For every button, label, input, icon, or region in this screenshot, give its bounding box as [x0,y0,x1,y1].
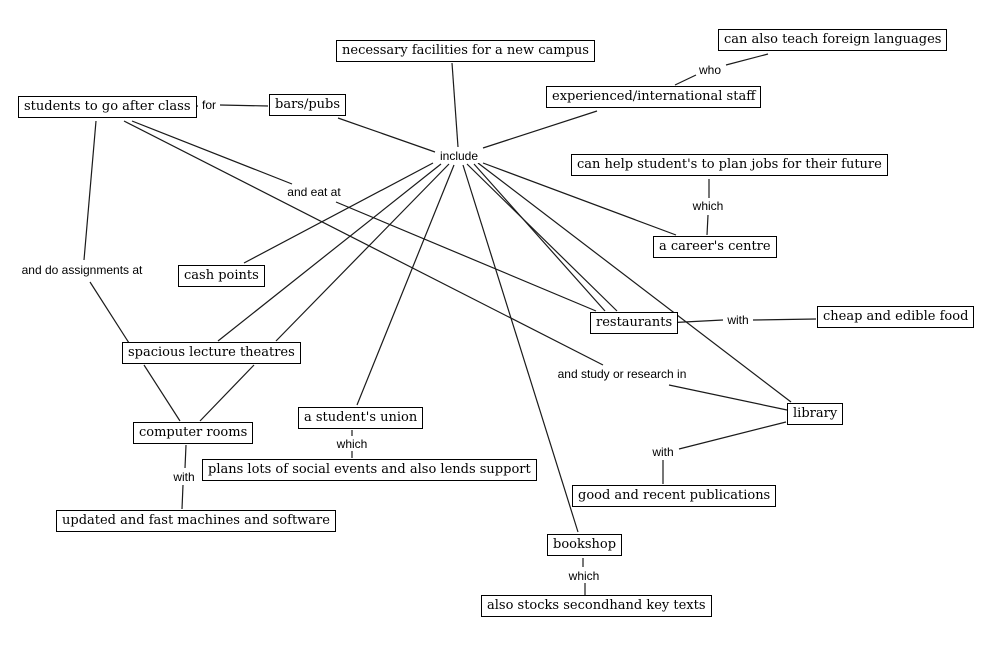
phrase-include[interactable]: include [437,149,481,163]
concept-restaurants[interactable]: restaurants [590,312,679,334]
concept-plan-jobs[interactable]: can help student's to plan jobs for thei… [571,154,888,176]
link-include-lecture1 [217,163,442,342]
link-which-careers [706,214,709,236]
concept-cash-points[interactable]: cash points [178,265,265,287]
link-staff-include [482,110,598,149]
concept-necessary-facilities[interactable]: necessary facilities for a new campus [336,40,595,62]
link-include-lecture2 [275,163,450,342]
link-bars-include [337,117,436,153]
phrase-and-study-or-research-in[interactable]: and study or research in [555,367,689,381]
concept-social-events[interactable]: plans lots of social events and also len… [202,459,537,481]
link-library-with [678,421,787,450]
concept-staff[interactable]: experienced/international staff [546,86,762,108]
link-assign-lecture [89,281,130,344]
link-lecture-computer2 [199,364,255,422]
link-include-cash [243,162,434,264]
link-with-food [752,318,817,321]
phrase-with-food[interactable]: with [725,313,751,327]
concept-cheap-food[interactable]: cheap and edible food [817,306,975,328]
link-for-bars [219,104,269,107]
phrase-and-do-assignments-at[interactable]: and do assignments at [19,263,145,277]
link-include-library [477,162,792,403]
link-students-assign [83,120,97,261]
phrase-with-publications[interactable]: with [650,445,676,459]
concept-library[interactable]: library [787,403,844,425]
link-students-eat [131,120,293,185]
concept-fast-machines[interactable]: updated and fast machines and software [56,510,336,532]
concept-lecture-theatres[interactable]: spacious lecture theatres [122,342,301,364]
concept-computer-rooms[interactable]: computer rooms [133,422,254,444]
link-include-restaurants2 [473,163,606,312]
phrase-for[interactable]: for [199,98,219,112]
link-computer-with [184,444,187,469]
phrase-and-eat-at[interactable]: and eat at [285,185,343,199]
phrase-with-machines[interactable]: with [171,470,197,484]
phrase-which-careers[interactable]: which [690,199,726,213]
link-lecture-computer1 [143,364,181,422]
link-include-bookshop [462,164,579,533]
link-include-union [356,164,455,406]
link-students-study [123,120,604,366]
concept-secondhand-texts[interactable]: also stocks secondhand key texts [481,595,712,617]
link-staff-who [674,74,697,86]
link-who-teach [725,53,769,66]
link-with-machines [181,484,184,510]
phrase-which-union[interactable]: which [334,437,370,451]
concept-careers-centre[interactable]: a career's centre [653,236,777,258]
concept-teach-languages[interactable]: can also teach foreign languages [718,29,948,51]
phrase-who[interactable]: who [696,63,724,77]
link-eat-restaurants [335,201,597,312]
concept-bookshop[interactable]: bookshop [547,534,623,556]
concept-students-union[interactable]: a student's union [298,407,424,429]
link-include-careers [482,162,677,236]
link-facilities-include [451,62,459,148]
phrase-which-bookshop[interactable]: which [566,569,602,583]
link-study-library [668,384,788,411]
concept-bars-pubs[interactable]: bars/pubs [269,94,347,116]
concept-students-after-class[interactable]: students to go after class [18,96,197,118]
link-include-restaurants [466,163,618,312]
concept-publications[interactable]: good and recent publications [572,485,777,507]
